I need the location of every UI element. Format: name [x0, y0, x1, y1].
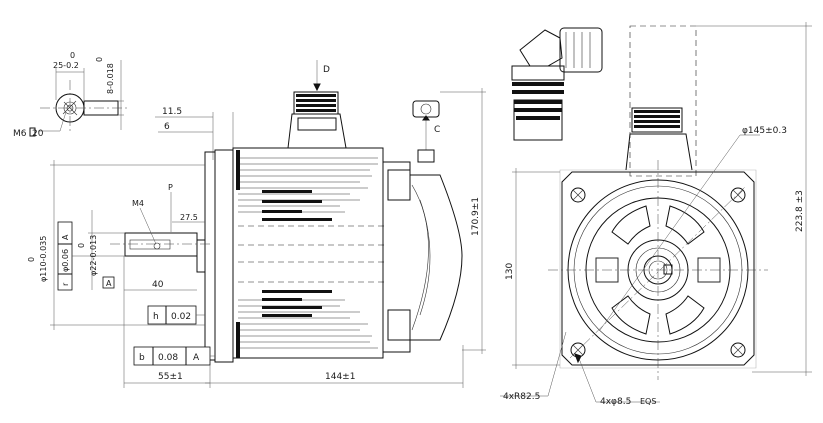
- label-d: D: [323, 65, 330, 75]
- runout-datum: A: [61, 234, 70, 240]
- dim-bolt-circle: φ145±0.3: [742, 126, 787, 136]
- shaft-dia-nominal: 0: [77, 243, 86, 248]
- pilot-dia-dim: φ110-0.035: [39, 236, 48, 282]
- dim-6: 6: [164, 122, 170, 132]
- thread-depth: 20: [32, 129, 44, 139]
- runout-value: φ0.06: [61, 249, 70, 272]
- label-m4: M4: [132, 199, 144, 208]
- label-p: P: [168, 183, 173, 192]
- h-value: 0.02: [171, 312, 191, 322]
- dim-height: 170.9±1: [471, 197, 481, 236]
- thread-label: M6: [13, 129, 27, 139]
- side-view: 11.5 6: [27, 60, 486, 388]
- key-width-nominal: 0: [95, 57, 104, 62]
- shaft-dia-dim: φ22-0.013: [89, 235, 98, 276]
- key-width-dim: 8-0.018: [106, 63, 115, 94]
- dim-corner-radius: 4xR82.5: [503, 392, 540, 402]
- dim-27-5: 27.5: [180, 213, 198, 222]
- dim-11-5: 11.5: [162, 107, 182, 117]
- datum-a-marker: A: [106, 279, 112, 288]
- dim-holes: 4xφ8.5: [600, 397, 631, 407]
- b-datum: A: [193, 353, 200, 363]
- label-c: C: [434, 125, 440, 135]
- b-symbol: b: [139, 353, 145, 363]
- key-depth-nominal: 0: [70, 51, 75, 60]
- runout-symbol: r: [61, 282, 70, 286]
- h-symbol: h: [153, 312, 159, 322]
- dim-length: 144±1: [325, 372, 355, 382]
- b-value: 0.08: [158, 353, 178, 363]
- dim-40: 40: [152, 280, 164, 290]
- shaft-end-detail: 0 25-0.2 0 8-0.018 M6 20: [13, 51, 128, 139]
- dim-square: 130: [505, 263, 515, 280]
- key-depth-dim: 25-0.2: [53, 61, 79, 70]
- dim-overall-height: 223.8 ±3: [795, 190, 805, 232]
- front-view: 223.8 ±3 130: [500, 22, 812, 407]
- dim-holes-suffix: EQS: [640, 397, 656, 406]
- dim-55: 55±1: [158, 372, 183, 382]
- pilot-nominal: 0: [27, 257, 36, 262]
